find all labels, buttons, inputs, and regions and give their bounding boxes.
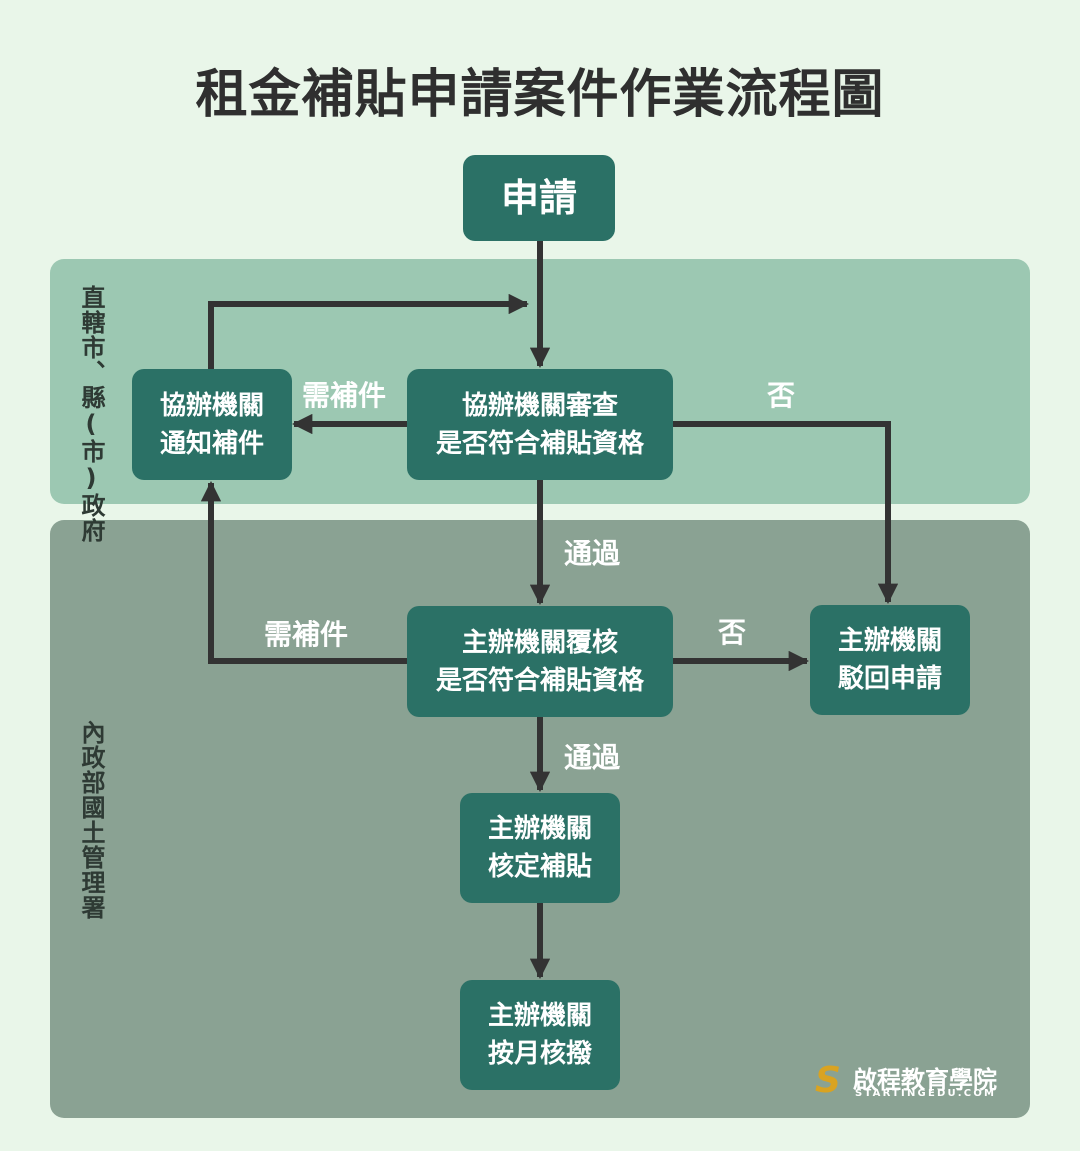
edge-label-co-need-documents: 需補件 [302,379,387,412]
edge-label-main-no: 否 [718,616,747,649]
edge-label-co-pass: 通過 [564,537,621,570]
node-main-agency-recheck: 主辦機關覆核 是否符合補貼資格 [407,606,673,717]
page-title: 租金補貼申請案件作業流程圖 [195,65,885,125]
arrow-notice-back-to-flow [208,293,530,369]
node-co-agency-notify-documents: 協辦機關 通知補件 [132,369,292,480]
node-apply: 申請 [463,155,615,241]
edge-label-main-pass: 通過 [564,741,621,774]
brand-logo: S 啟程教育學院 STARTINGEDU.COM [815,1060,1015,1104]
brand-s-icon: S [815,1060,841,1101]
node-main-agency-monthly-payment: 主辦機關 按月核撥 [460,980,620,1090]
lane-local-government-label: 直轄市、縣(市)政府 [77,285,105,543]
arrow-recheck-need-docs [200,480,407,664]
node-main-agency-approve: 主辦機關 核定補貼 [460,793,620,903]
lane-land-management-agency-label: 內政部國土管理署 [77,720,105,920]
edge-label-main-need-documents: 需補件 [264,618,349,651]
brand-name: 啟程教育學院 [853,1066,997,1094]
brand-url: STARTINGEDU.COM [855,1088,997,1099]
node-main-agency-reject: 主辦機關 駁回申請 [810,605,970,715]
arrow-review-reject [673,421,899,605]
edge-label-co-no: 否 [767,379,796,412]
node-co-agency-review: 協辦機關審查 是否符合補貼資格 [407,369,673,480]
